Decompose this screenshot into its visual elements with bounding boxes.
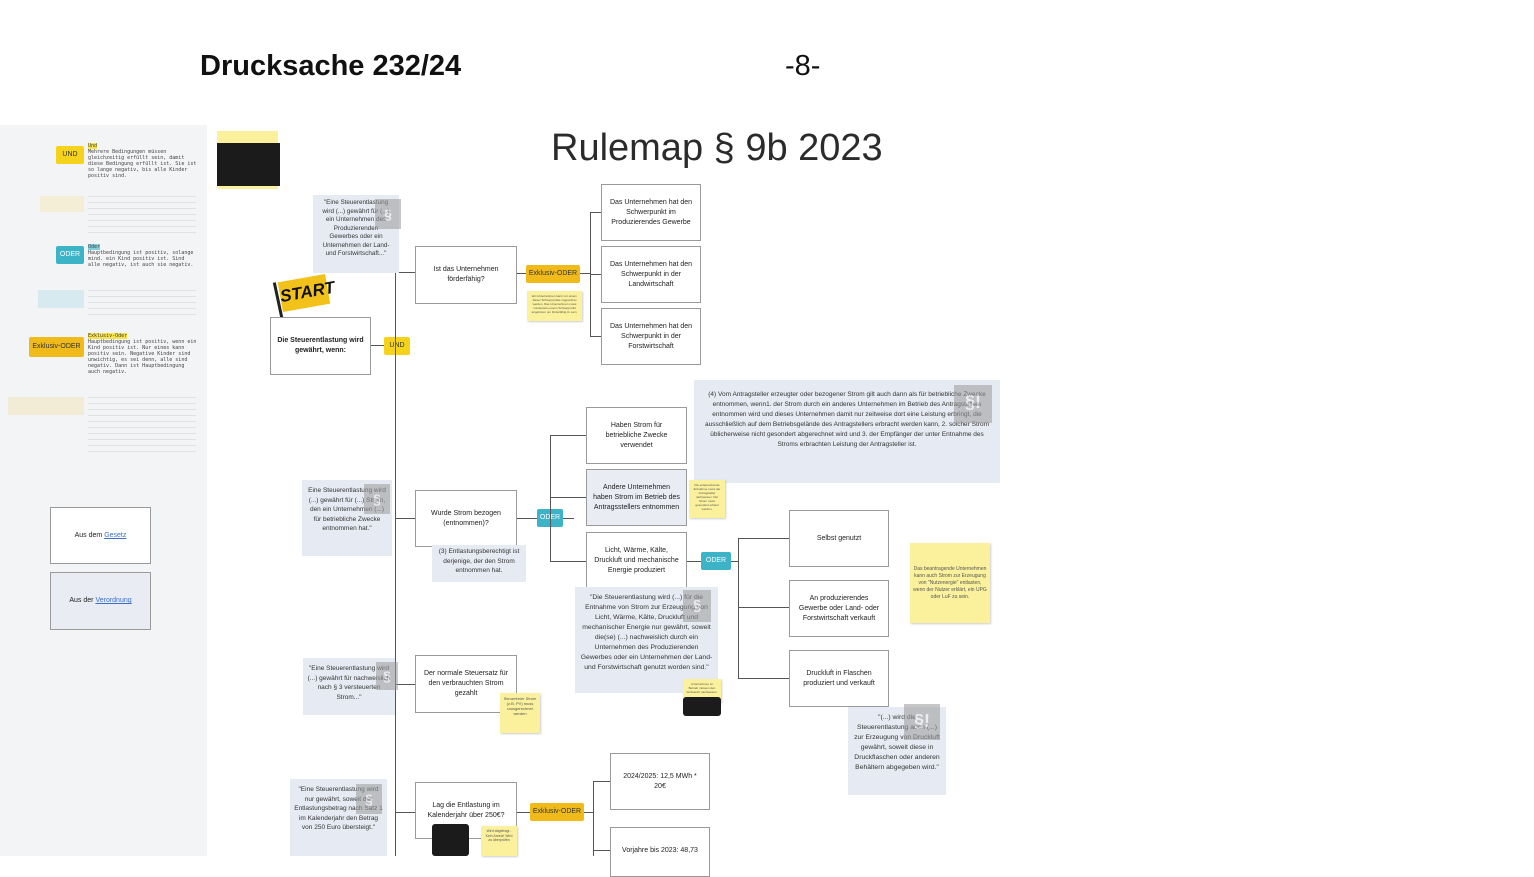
branch2-option-betriebliche-zwecke: Haben Strom für betriebliche Zwecke verw… bbox=[586, 407, 687, 464]
legend-faded-tag bbox=[8, 397, 84, 415]
section-icon: § bbox=[364, 484, 390, 514]
branch1-question: Ist das Unternehmen förderfähig? bbox=[415, 246, 517, 304]
legend-faded-tag bbox=[40, 196, 84, 212]
legend-exklusiv-oder-text: Hauptbedingung ist positiv, wenn ein Kin… bbox=[88, 339, 197, 375]
root-und-operator: UND bbox=[384, 337, 410, 355]
energy-option-verkauft: An produzierendes Gewerbe oder Land- ode… bbox=[789, 580, 889, 637]
main-trunk-line bbox=[395, 272, 396, 856]
section-icon: § bbox=[376, 662, 398, 690]
branch4-sticky: Wird abgefragt - Kein Anreiz! Wird zu üb… bbox=[481, 826, 517, 856]
legend-faded-text bbox=[88, 196, 196, 234]
diagram-title: Rulemap § 9b 2023 bbox=[551, 127, 883, 169]
legend-und-description: Und Mehrere Bedingungen müssen gleichzei… bbox=[88, 143, 198, 179]
start-flag: START bbox=[277, 274, 336, 312]
branch1-sticky: Ein Unternehmen kann nur einem dieser Sc… bbox=[527, 291, 582, 321]
section-icon: § bbox=[356, 784, 382, 814]
legend-und-text: Mehrere Bedingungen müssen gleichzeitig … bbox=[88, 149, 197, 179]
branch1-quote: "Eine Steuerentlastung wird (...) gewähr… bbox=[313, 195, 399, 273]
branch1-option-produzierendes-gewerbe: Das Unternehmen hat den Schwerpunkt im P… bbox=[601, 184, 701, 241]
branch1-option-forstwirtschaft: Das Unternehmen hat den Schwerpunkt in d… bbox=[601, 308, 701, 365]
branch2-note: (3) Entlastungsberechtigt ist derjenige,… bbox=[432, 545, 526, 582]
legend-exklusiv-oder-tag: Exklusiv-ODER bbox=[29, 337, 84, 357]
legend-oder-text: Hauptbedingung ist positiv, solange mind… bbox=[88, 250, 194, 268]
legend-oder-description: Oder Hauptbedingung ist positiv, solange… bbox=[88, 244, 198, 268]
law-quote-paragraph-4: (4) Vom Antragsteller erzeugter oder bez… bbox=[694, 380, 1000, 483]
legend-verordnung-box: Aus der Verordnung bbox=[50, 572, 151, 630]
legend-faded-text bbox=[88, 290, 196, 320]
section-icon: § bbox=[375, 199, 401, 229]
gesetz-link[interactable]: Gesetz bbox=[104, 531, 127, 539]
legend-und-heading: Und bbox=[88, 143, 98, 149]
energy-option-druckluft: Druckluft in Flaschen produziert und ver… bbox=[789, 650, 889, 707]
legend-exklusiv-oder-description: Exklusiv-Oder Hauptbedingung ist positiv… bbox=[88, 333, 198, 375]
legend-oder-heading: Oder bbox=[88, 244, 101, 250]
legend-oder-tag: ODER bbox=[56, 246, 84, 264]
redaction-block bbox=[217, 143, 280, 186]
legend-panel bbox=[0, 125, 207, 856]
branch4-exklusiv-oder-operator: Exklusiv-ODER bbox=[530, 803, 584, 821]
legend-und-tag: UND bbox=[56, 146, 84, 164]
branch4-option-2024-2025: 2024/2025: 12,5 MWh * 20€ bbox=[610, 753, 710, 810]
branch4-quote: "Eine Steuerentlastung wird nur gewährt,… bbox=[290, 779, 387, 856]
branch4-option-vorjahre: Vorjahre bis 2023: 48,73 bbox=[610, 827, 710, 877]
branch2-option-nutzenergie: Licht, Wärme, Kälte, Druckluft und mecha… bbox=[586, 532, 687, 590]
legend-gesetz-prefix: Aus dem bbox=[74, 531, 103, 539]
energy-option-selbst-genutzt: Selbst genutzt bbox=[789, 510, 889, 567]
redaction-block bbox=[432, 824, 469, 856]
branch2-option-andere-unternehmen: Andere Unternehmen haben Strom im Betrie… bbox=[586, 469, 687, 526]
document-label: Drucksache 232/24 bbox=[200, 50, 462, 82]
legend-exklusiv-oder-heading: Exklusiv-Oder bbox=[88, 333, 128, 339]
root-condition: Die Steuerentlastung wird gewährt, wenn: bbox=[270, 317, 371, 375]
branch2-question: Wurde Strom bezogen (entnommen)? bbox=[415, 490, 517, 547]
legend-gesetz-box: Aus dem Gesetz bbox=[50, 507, 151, 564]
branch1-option-landwirtschaft: Das Unternehmen hat den Schwerpunkt in d… bbox=[601, 246, 701, 303]
energy-oder-operator: ODER bbox=[701, 552, 731, 570]
section-icon: §! bbox=[904, 704, 940, 740]
legend-faded-tag bbox=[38, 290, 84, 308]
section-icon: §! bbox=[954, 385, 992, 423]
legend-verordnung-prefix: Aus der bbox=[69, 597, 94, 604]
page-number: -8- bbox=[785, 50, 821, 82]
redaction-block bbox=[683, 697, 721, 716]
branch1-exklusiv-oder-operator: Exklusiv-ODER bbox=[526, 265, 580, 283]
branch3-sticky: Steuerfreier Strom (z.B. PV) muss rausge… bbox=[500, 693, 540, 733]
branch2-other-sticky: Die entsprechende Entnahme muss der Antr… bbox=[689, 480, 725, 518]
section-icon: § bbox=[683, 590, 711, 622]
verordnung-link[interactable]: Verordnung bbox=[95, 597, 132, 604]
useful-energy-sticky: Das beantragende Unternehmen kann auch S… bbox=[910, 543, 990, 623]
legend-faded-text bbox=[88, 397, 196, 457]
